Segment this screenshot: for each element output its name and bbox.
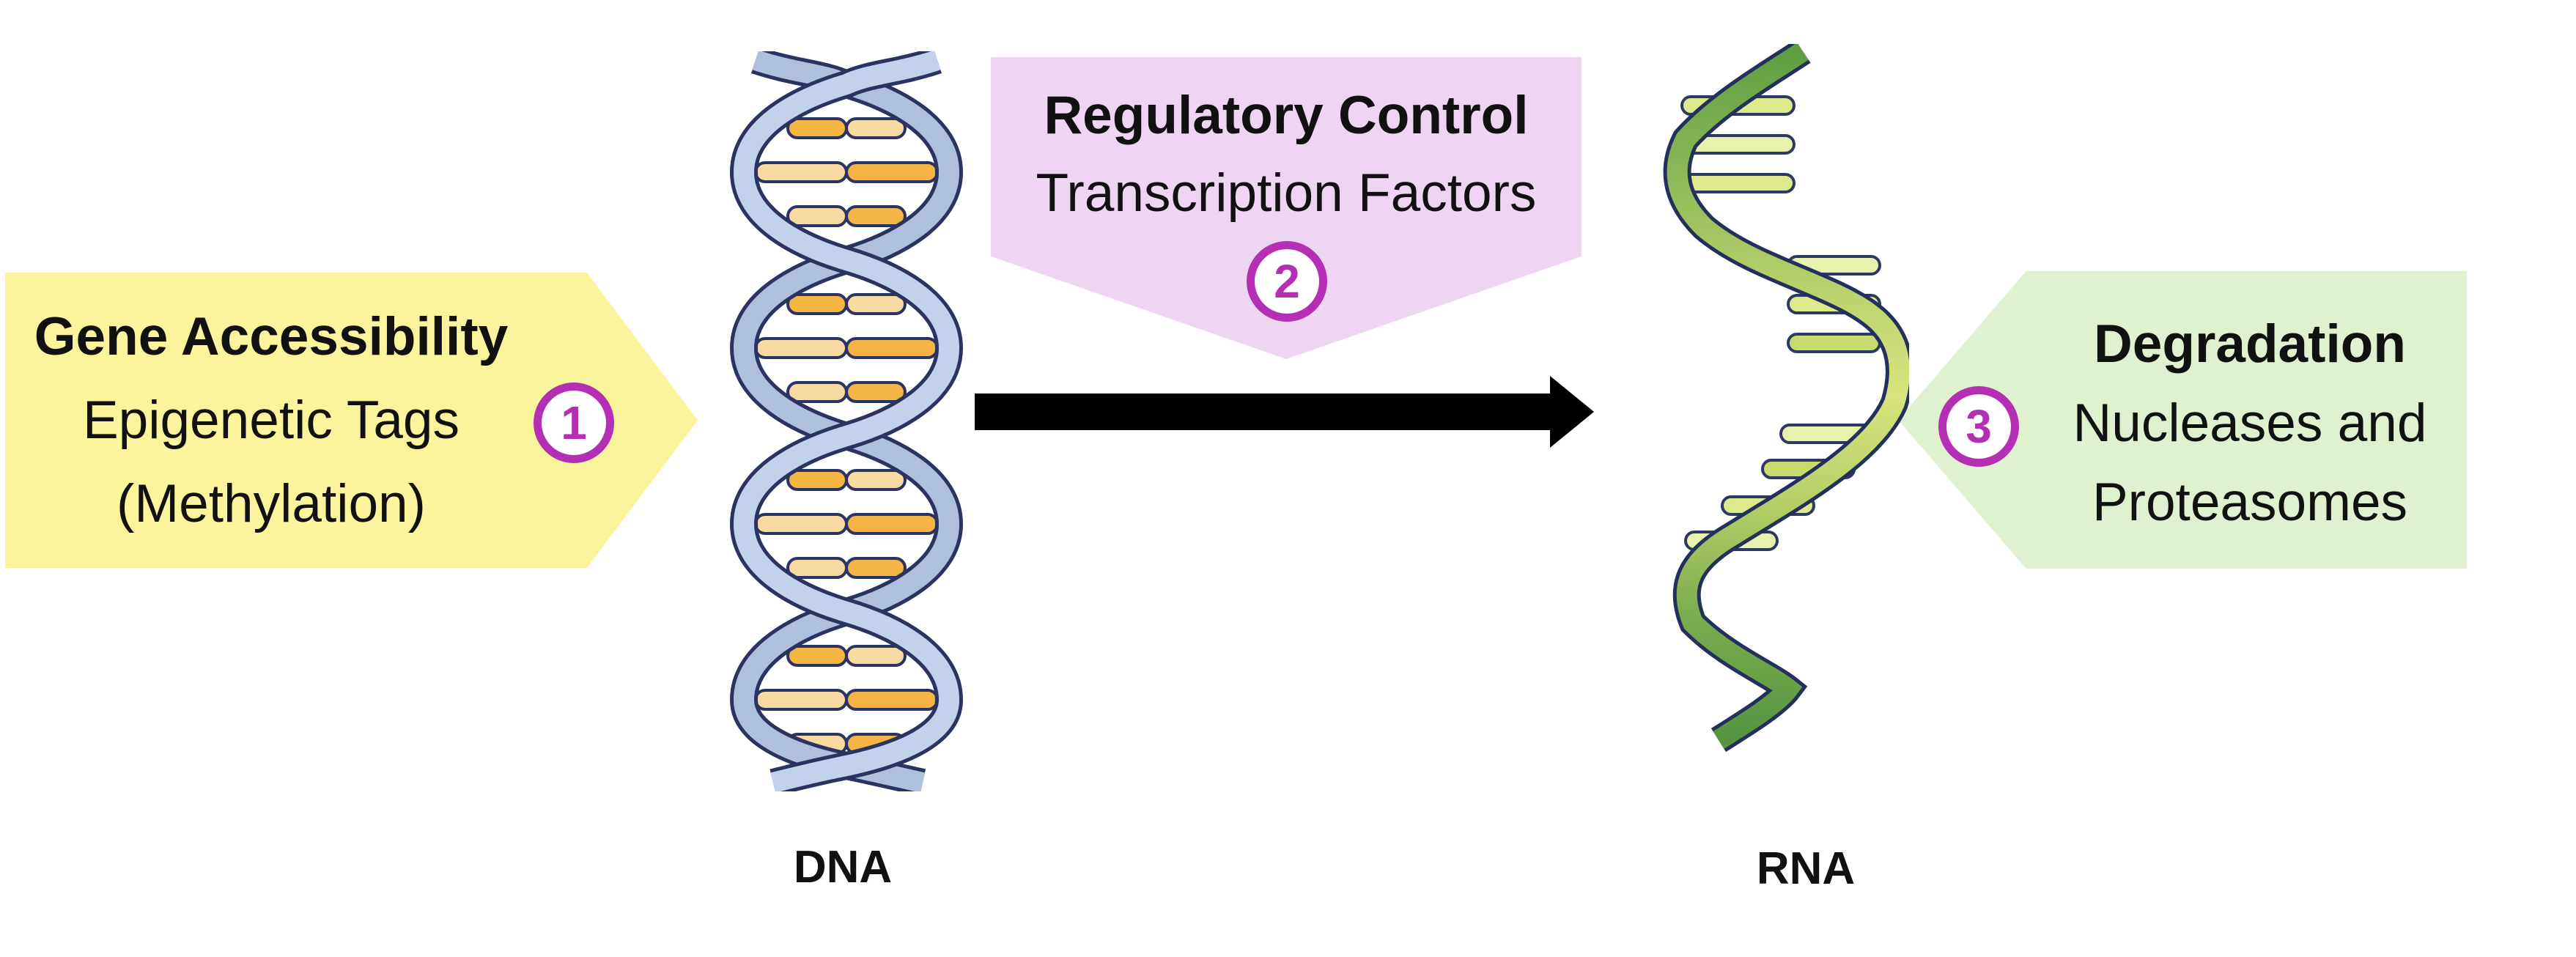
gene-accessibility-text: Gene Accessibility Epigenetic Tags (Meth… [15, 273, 528, 568]
gene-accessibility-title: Gene Accessibility [34, 306, 509, 366]
step-2-badge: 2 [1247, 241, 1327, 322]
rna-strand-illustration [1663, 44, 1909, 753]
transcription-arrow-head [1550, 376, 1594, 448]
degradation-title: Degradation [2094, 314, 2406, 374]
step-1-badge: 1 [534, 383, 614, 463]
step-3-badge: 3 [1938, 386, 2019, 467]
step-3-number: 3 [1966, 400, 1992, 453]
dna-helix-illustration [729, 51, 964, 791]
regulatory-control-title: Regulatory Control [1044, 86, 1529, 145]
transcription-arrow-shaft [975, 393, 1551, 430]
rna-ribbon [1663, 44, 1909, 753]
regulatory-control-line2: Transcription Factors [1036, 163, 1537, 223]
step-1-number: 1 [561, 396, 587, 449]
rna-bases [1680, 95, 1881, 551]
degradation-line2: Nucleases and [2073, 393, 2427, 453]
gene-accessibility-line3: (Methylation) [117, 473, 426, 533]
rna-label: RNA [1756, 843, 1856, 894]
gene-accessibility-line2: Epigenetic Tags [82, 390, 460, 450]
degradation-line3: Proteasomes [2092, 473, 2408, 532]
dna-label: DNA [793, 842, 893, 893]
step-2-number: 2 [1274, 255, 1300, 308]
dna-base-pairs [754, 117, 939, 755]
regulatory-control-text: Regulatory Control Transcription Factors [991, 77, 1582, 232]
degradation-text: Degradation Nucleases and Proteasomes [2045, 305, 2455, 542]
dna-strand-front [729, 51, 964, 791]
